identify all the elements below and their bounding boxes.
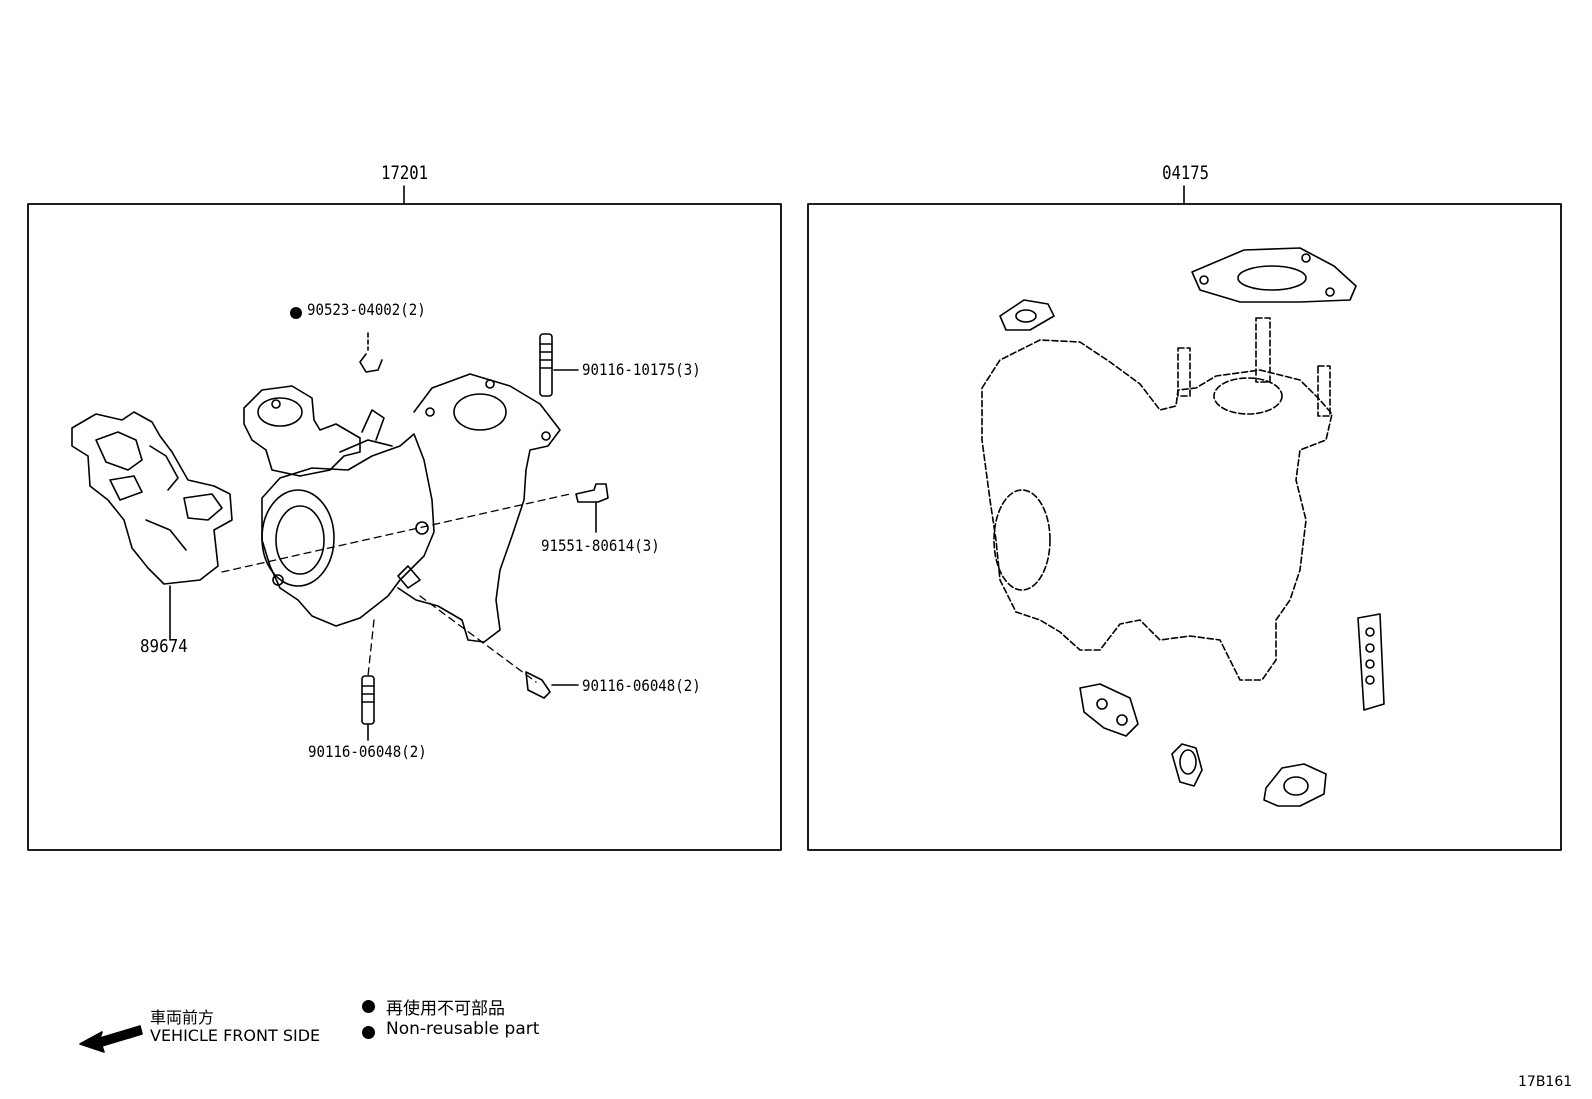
clip-90523-drawing	[359, 332, 383, 373]
part-label-90116-06048-right[interactable]: 90116-06048(2)	[582, 676, 701, 695]
right-group-code: 04175	[1162, 162, 1210, 184]
stud-90116-06048-right-drawing	[525, 671, 579, 699]
actuator-89674-drawing	[71, 411, 233, 641]
part-label-90116-06048-bottom[interactable]: 90116-06048(2)	[308, 742, 427, 761]
left-group-code: 17201	[381, 162, 429, 184]
stud-90116-06048-bottom-drawing	[361, 675, 375, 741]
figure-code: 17B161	[1518, 1074, 1573, 1090]
bolt-91551-drawing	[575, 483, 609, 533]
stud-90116-10175-drawing	[539, 333, 579, 397]
gasket-parts-drawing	[999, 247, 1385, 807]
legend-dot-en-icon	[362, 1024, 375, 1043]
gasket-kit-drawing	[981, 317, 1333, 681]
legend-nonreusable-jp: 再使用不可部品	[386, 999, 505, 1019]
part-label-91551-80614[interactable]: 91551-80614(3)	[541, 536, 660, 555]
part-label-89674[interactable]: 89674	[140, 636, 188, 657]
right-panel-frame	[807, 203, 1562, 851]
part-label-90116-10175[interactable]: 90116-10175(3)	[582, 360, 701, 379]
legend-direction-jp: 車両前方	[150, 1008, 215, 1027]
part-label-90523-04002[interactable]: 90523-04002(2)	[307, 300, 426, 319]
legend-nonreusable-en: Non-reusable part	[386, 1019, 540, 1039]
front-arrow	[79, 1025, 143, 1053]
legend-dot-jp-icon	[362, 998, 375, 1017]
nonreusable-marker-icon	[290, 304, 302, 323]
turbocharger-drawing	[243, 373, 561, 643]
legend-direction-en: VEHICLE FRONT SIDE	[150, 1026, 321, 1045]
